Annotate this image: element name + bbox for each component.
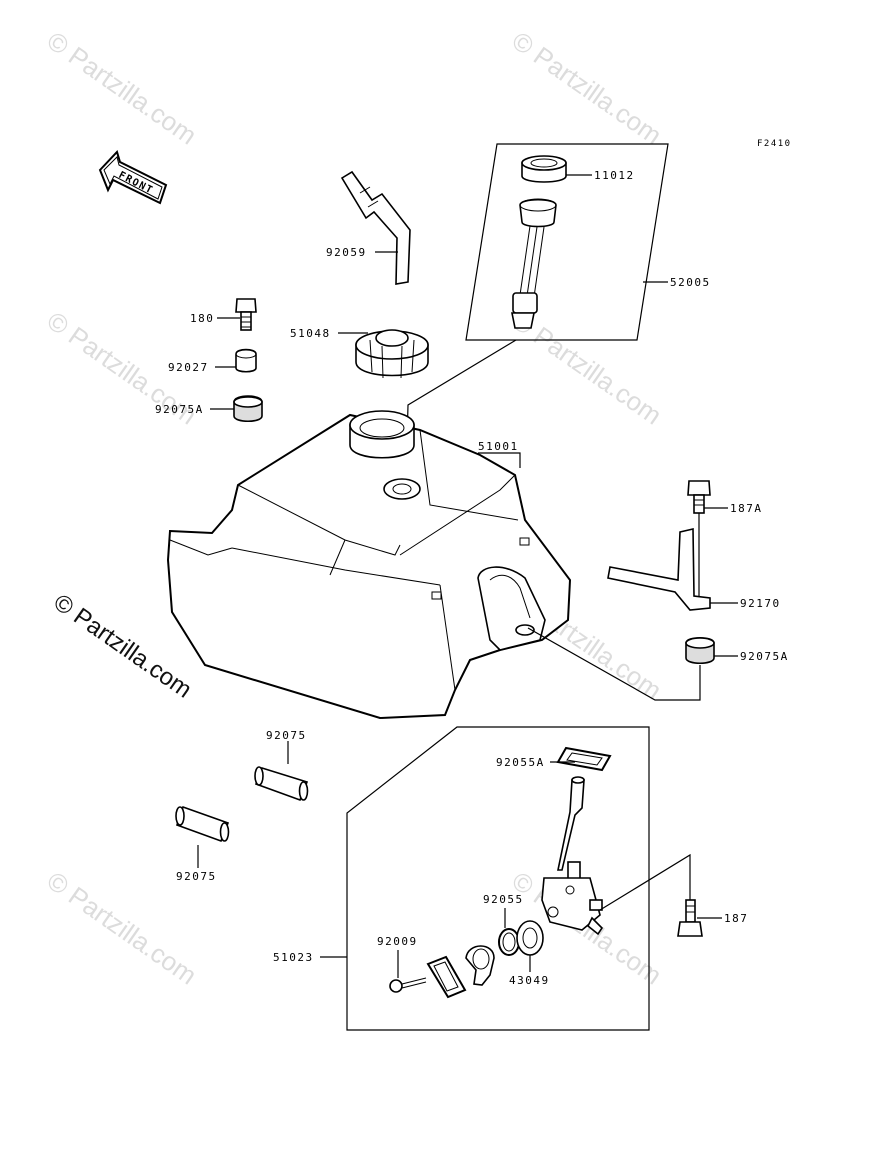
label-43049: 43049 [509, 974, 550, 987]
bracket-92170 [607, 527, 711, 611]
collar-92027-icon [235, 348, 257, 373]
label-11012: 11012 [594, 169, 635, 182]
filter-43049-icon [516, 920, 544, 956]
fuel-tank-51001 [166, 410, 572, 720]
fuel-gauge-unit [511, 198, 557, 329]
label-52005: 52005 [670, 276, 711, 289]
fuel-cock-box [346, 726, 650, 1031]
label-92075-top: 92075 [266, 729, 307, 742]
valve-plate-icon [426, 955, 467, 999]
label-92075A-left: 92075A [155, 403, 204, 416]
label-92059: 92059 [326, 246, 367, 259]
label-92055: 92055 [483, 893, 524, 906]
damper-92075A-right-icon [685, 636, 715, 665]
gasket-92055A-icon [556, 746, 612, 772]
watermark-faint: © Partzilla.com [507, 25, 668, 150]
label-51048: 51048 [290, 327, 331, 340]
label-51023: 51023 [273, 951, 314, 964]
watermark-faint: © Partzilla.com [42, 865, 203, 990]
fuel-cock-body [541, 776, 604, 936]
label-187A: 187A [730, 502, 763, 515]
figure-code: F2410 [757, 139, 792, 149]
damper-92075A-left-icon [233, 395, 263, 423]
label-51001: 51001 [478, 440, 519, 453]
bolt-187-icon [677, 899, 703, 937]
tube-92075-bottom-icon [175, 805, 230, 843]
fuel-gauge-box [465, 143, 669, 341]
breather-hose-92059 [340, 170, 411, 285]
gasket-ring-11012 [521, 155, 567, 183]
label-187: 187 [724, 912, 748, 925]
screw-92009-icon [389, 977, 427, 993]
label-180: 180 [190, 312, 214, 325]
tube-92075-top-icon [254, 766, 309, 802]
watermark-faint: © Partzilla.com [42, 25, 203, 150]
valve-lever-icon [465, 945, 495, 986]
label-92055A: 92055A [496, 756, 545, 769]
label-92075-bottom: 92075 [176, 870, 217, 883]
o-ring-92055-icon [498, 928, 520, 956]
fuel-cap-51048 [355, 329, 429, 379]
label-92009: 92009 [377, 935, 418, 948]
label-92075A-right: 92075A [740, 650, 789, 663]
label-92170: 92170 [740, 597, 781, 610]
front-arrow-icon: FRONT [98, 150, 168, 205]
label-92027: 92027 [168, 361, 209, 374]
bolt-180-icon [235, 298, 257, 331]
bolt-187A-icon [687, 480, 711, 514]
